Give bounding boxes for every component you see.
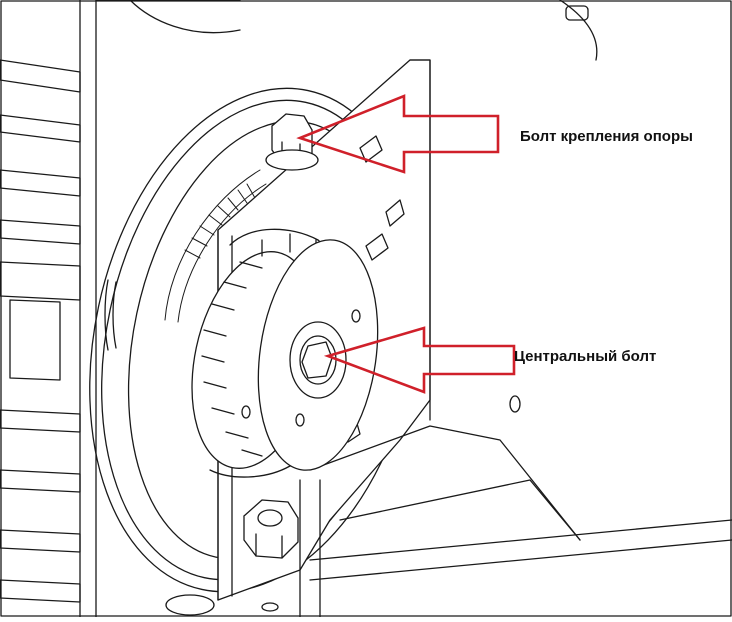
lower-bolt — [243, 499, 299, 559]
base-frame — [261, 425, 732, 618]
mount-bolt-label: Болт крепления опоры — [520, 128, 693, 145]
center-bolt-label: Центральный болт — [514, 348, 657, 365]
mount-bolt-arrow — [296, 94, 500, 174]
side-plate — [79, 0, 241, 618]
upper-disc-edge — [129, 0, 241, 34]
louver-slats — [0, 59, 81, 603]
callout-arrows — [296, 94, 516, 394]
pulley-hub — [191, 228, 379, 478]
upper-right-edge — [559, 0, 598, 61]
center-bolt-arrow — [323, 326, 516, 394]
gear-ring — [164, 169, 267, 323]
upper-right-bolt — [565, 5, 589, 21]
